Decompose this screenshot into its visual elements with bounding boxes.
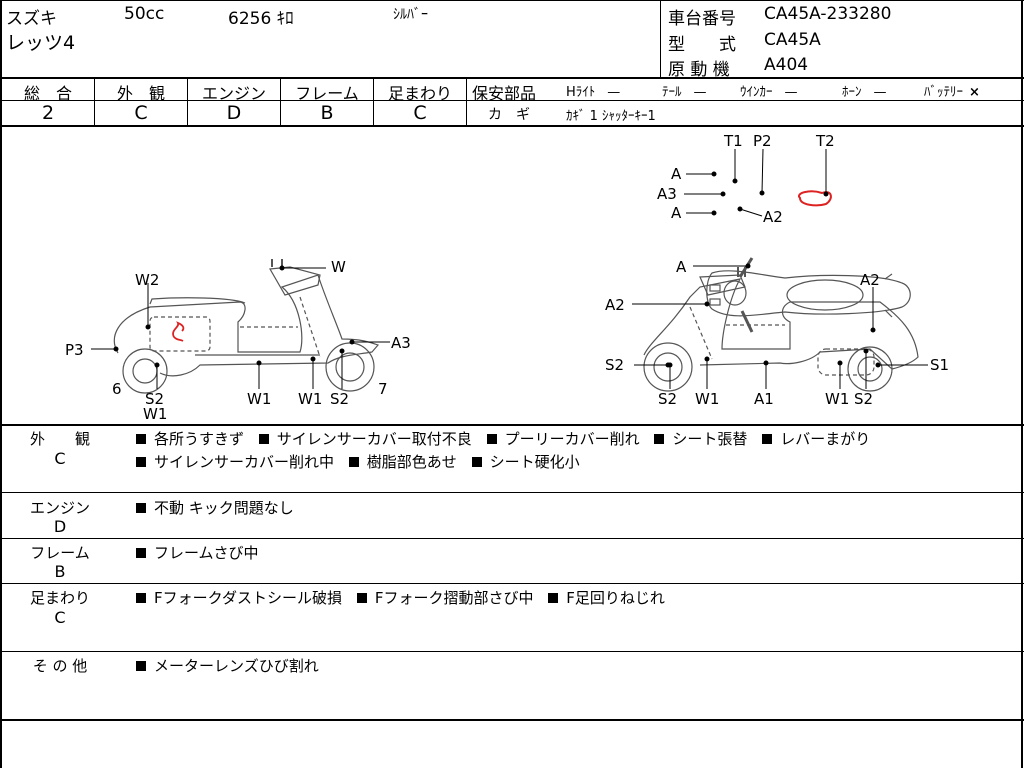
lbl-left-w1c: W1 <box>298 390 322 408</box>
sec-engine-title: エンジン <box>29 499 90 517</box>
sec-engine-line-1: 不動 キック問題なし <box>136 497 294 518</box>
lbl-left-s2: S2 <box>145 390 164 408</box>
color: ｼﾙﾊﾞｰ <box>393 7 428 23</box>
engine-label: 原 動 機 <box>668 60 730 80</box>
sec-rule-2 <box>0 538 1024 539</box>
lbl-left-w1b: W1 <box>247 390 271 408</box>
lbl-left-a3: A3 <box>391 334 411 352</box>
outer-border-left <box>0 0 2 768</box>
grade-bottom-rule <box>0 125 1024 127</box>
outer-border-right <box>1021 0 1023 768</box>
frame-grade: B <box>320 102 334 124</box>
sec-frame-title: フレーム <box>30 544 90 562</box>
frame-label: フレーム <box>295 84 359 103</box>
exterior-label: 外 観 <box>116 84 165 103</box>
safety-winker: ｳｲﾝｶｰ— <box>740 85 798 100</box>
sec-rule-5 <box>0 719 1024 721</box>
damage-mark-seat <box>798 190 832 207</box>
safety-headlight: Hﾗｲﾄ— <box>566 85 621 100</box>
header-divider-v <box>660 0 661 78</box>
lbl-top-t1: T1 <box>723 132 743 150</box>
sec-frame-grade: B <box>54 562 66 581</box>
sec-exterior-line-1: 各所うすきず サイレンサーカバー取付不良 プーリーカバー削れ シート張替 レバー… <box>136 428 870 449</box>
lbl-top-p2: P2 <box>753 132 772 150</box>
lbl-right-s2b: S2 <box>854 390 873 408</box>
engine-grade: D <box>226 102 242 124</box>
diagram-bottom-rule <box>0 424 1024 426</box>
lbl-left-6: 6 <box>112 380 122 398</box>
grade-col-div-1 <box>94 78 95 126</box>
lbl-left-s2b: S2 <box>330 390 349 408</box>
model-name: レッツ4 <box>6 32 76 54</box>
sec-exterior-grade: C <box>54 449 66 468</box>
lbl-top-t2: T2 <box>815 132 835 150</box>
sec-exterior-title: 外 観 <box>29 430 90 448</box>
safety-horn: ﾎｰﾝ— <box>842 85 887 100</box>
grade-col-div-2 <box>187 78 188 126</box>
safety-label: 保安部品 <box>472 84 537 103</box>
lbl-right-a1: A1 <box>754 390 774 408</box>
damage-diagram: T1 P2 T2 A A3 A A2 W W2 P3 A3 6 S2 W1 W1… <box>65 132 949 423</box>
sec-exterior-line-2: サイレンサーカバー削れ中 樹脂部色あせ シート硬化小 <box>136 451 580 472</box>
sec-engine-grade: D <box>53 517 67 536</box>
lbl-left-w1a: W1 <box>143 405 167 423</box>
header-bottom-rule <box>0 77 1024 79</box>
key-value: ｶｷﾞ 1 ｼｬｯﾀｰｷｰ1 <box>566 109 656 124</box>
maker: スズキ <box>6 9 57 29</box>
lbl-right-a: A <box>676 258 687 276</box>
displacement: 50cc <box>124 4 165 24</box>
lbl-left-w2: W2 <box>135 271 159 289</box>
overall-label: 総 合 <box>23 84 72 103</box>
sec-suspension-line-1: Fフォークダストシール破損 Fフォーク摺動部さび中 F足回りねじれ <box>136 587 665 608</box>
grade-col-div-3 <box>280 78 281 126</box>
lbl-right-s1: S1 <box>930 356 949 374</box>
model-type-value: CA45A <box>764 30 821 50</box>
sec-frame-line-1: フレームさび中 <box>136 542 259 563</box>
lbl-right-s2l: S2 <box>605 356 624 374</box>
sec-rule-1 <box>0 492 1024 493</box>
outer-border-top <box>0 0 1024 1</box>
safety-battery: ﾊﾞｯﾃﾘｰ× <box>924 85 980 100</box>
model-type-label: 型 式 <box>668 35 736 55</box>
left-side-scooter <box>113 259 380 394</box>
lbl-top-a2: A <box>671 204 682 222</box>
grade-col-div-4 <box>373 78 374 126</box>
key-label: カ ギ <box>488 107 530 123</box>
grade-mid-rule <box>0 100 1024 101</box>
sec-rule-4 <box>0 651 1024 652</box>
mileage: 6256 ｷﾛ <box>228 9 294 29</box>
lbl-top-a2b: A2 <box>763 208 783 226</box>
lbl-left-p3: P3 <box>65 341 84 359</box>
frame-no-value: CA45A-233280 <box>764 4 892 24</box>
safety-tail: ﾃｰﾙ— <box>662 85 707 100</box>
sec-rule-3 <box>0 583 1024 584</box>
lbl-top-a1: A <box>671 165 682 183</box>
frame-no-label: 車台番号 <box>668 9 736 29</box>
sec-other-line-1: メーターレンズひび割れ <box>136 655 319 676</box>
damage-mark-leg <box>172 321 185 342</box>
sec-other-title: そ の 他 <box>32 657 88 675</box>
grade-col-div-5 <box>466 78 467 126</box>
overall-grade: 2 <box>41 102 55 124</box>
suspension-grade: C <box>413 102 427 124</box>
sec-suspension-grade: C <box>54 608 66 627</box>
lbl-top-a3: A3 <box>657 185 677 203</box>
sec-suspension-title: 足まわり <box>29 589 90 607</box>
engine-value: A404 <box>764 55 809 75</box>
lbl-right-a2l: A2 <box>605 296 625 314</box>
right-side-scooter <box>643 267 919 392</box>
lbl-left-w: W <box>331 258 346 276</box>
lbl-right-w1: W1 <box>695 390 719 408</box>
lbl-right-a2r: A2 <box>860 271 880 289</box>
exterior-grade: C <box>134 102 148 124</box>
suspension-label: 足まわり <box>387 84 452 103</box>
lbl-right-w1b: W1 <box>825 390 849 408</box>
engine-grade-label: エンジン <box>201 84 266 103</box>
lbl-left-7: 7 <box>378 380 388 398</box>
lbl-right-s2a: S2 <box>658 390 677 408</box>
